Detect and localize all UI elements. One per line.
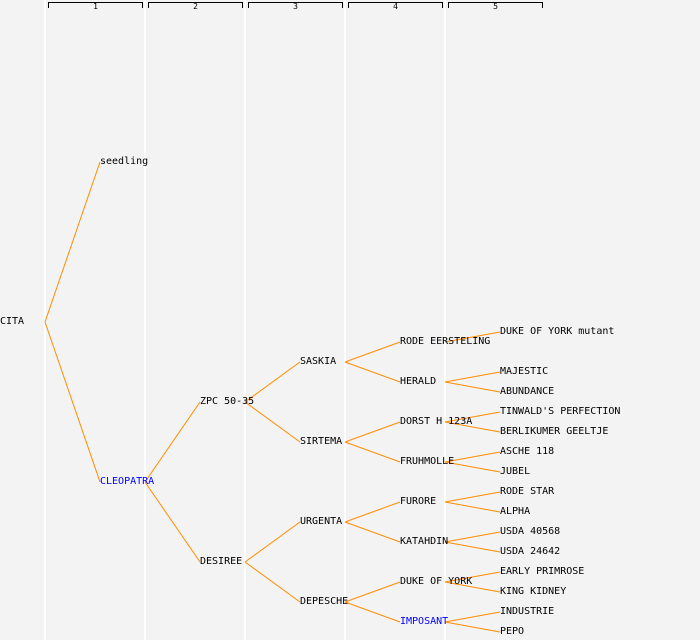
pedigree-edge (344, 361, 401, 383)
pedigree-node[interactable]: DEPESCHE (300, 596, 349, 607)
column-separator (44, 0, 46, 640)
pedigree-node[interactable]: RODE EERSTELING (400, 336, 491, 347)
pedigree-edge (44, 321, 101, 483)
pedigree-edge (444, 571, 501, 583)
generation-header-4: 4 (348, 2, 443, 11)
generation-header-5: 5 (448, 2, 543, 11)
pedigree-edge (444, 461, 501, 473)
pedigree-node[interactable]: USDA 40568 (500, 526, 561, 537)
pedigree-node[interactable]: MAJESTIC (500, 366, 549, 377)
pedigree-node[interactable]: FURORE (400, 496, 437, 507)
pedigree-node[interactable]: ALPHA (500, 506, 531, 517)
pedigree-edge (444, 501, 501, 513)
pedigree-edge (244, 561, 301, 603)
pedigree-edge (244, 361, 301, 403)
pedigree-node[interactable]: BERLIKUMER GEELTJE (500, 426, 609, 437)
pedigree-edge (444, 531, 501, 543)
generation-label: 3 (293, 2, 298, 11)
pedigree-edge (444, 621, 501, 633)
column-separator (344, 0, 346, 640)
pedigree-node[interactable]: seedling (100, 156, 149, 167)
pedigree-node[interactable]: JUBEL (500, 466, 531, 477)
pedigree-edge (444, 541, 501, 553)
pedigree-edge (144, 481, 201, 563)
generation-label: 5 (493, 2, 498, 11)
pedigree-node[interactable]: DUKE OF YORK (400, 576, 473, 587)
pedigree-node[interactable]: EARLY PRIMROSE (500, 566, 585, 577)
pedigree-node[interactable]: TINWALD'S PERFECTION (500, 406, 621, 417)
pedigree-edge (444, 381, 501, 393)
pedigree-node[interactable]: DUKE OF YORK mutant (500, 326, 615, 337)
pedigree-node[interactable]: CITA (0, 316, 25, 327)
generation-label: 4 (393, 2, 398, 11)
generation-label: 2 (193, 2, 198, 11)
pedigree-edge (244, 521, 301, 563)
pedigree-node[interactable]: HERALD (400, 376, 437, 387)
pedigree-edge (244, 401, 301, 443)
column-separator (144, 0, 146, 640)
pedigree-node[interactable]: DESIREE (200, 556, 243, 567)
pedigree-edge (344, 421, 401, 443)
pedigree-node[interactable]: DORST H 123A (400, 416, 473, 427)
pedigree-edge (44, 161, 101, 323)
pedigree-node[interactable]: ZPC 50-35 (200, 396, 255, 407)
pedigree-edge (344, 501, 401, 523)
generation-header-2: 2 (148, 2, 243, 11)
pedigree-node[interactable]: SIRTEMA (300, 436, 343, 447)
pedigree-edge (344, 521, 401, 543)
pedigree-node[interactable]: KING KIDNEY (500, 586, 567, 597)
generation-label: 1 (93, 2, 98, 11)
pedigree-node[interactable]: FRUHMOLLE (400, 456, 455, 467)
pedigree-edge (344, 441, 401, 463)
pedigree-node[interactable]: RODE STAR (500, 486, 555, 497)
pedigree-edge (444, 371, 501, 383)
pedigree-node[interactable]: USDA 24642 (500, 546, 561, 557)
pedigree-node[interactable]: CLEOPATRA (100, 476, 155, 487)
pedigree-edge (444, 611, 501, 623)
pedigree-node[interactable]: SASKIA (300, 356, 337, 367)
generation-header-3: 3 (248, 2, 343, 11)
column-separator (244, 0, 246, 640)
pedigree-node[interactable]: ASCHE 118 (500, 446, 555, 457)
pedigree-edge (444, 411, 501, 423)
pedigree-edge (344, 581, 401, 603)
pedigree-edge (344, 341, 401, 363)
pedigree-edge (444, 331, 501, 343)
pedigree-node[interactable]: INDUSTRIE (500, 606, 555, 617)
pedigree-edge (444, 421, 501, 433)
pedigree-node[interactable]: ABUNDANCE (500, 386, 555, 397)
pedigree-edge (144, 401, 201, 483)
pedigree-node[interactable]: URGENTA (300, 516, 343, 527)
pedigree-edge (444, 451, 501, 463)
column-separator (444, 0, 446, 640)
pedigree-edge (344, 601, 401, 623)
generation-header-1: 1 (48, 2, 143, 11)
pedigree-edge (444, 581, 501, 593)
pedigree-node[interactable]: IMPOSANT (400, 616, 449, 627)
pedigree-node[interactable]: KATAHDIN (400, 536, 449, 547)
pedigree-edge (444, 491, 501, 503)
pedigree-node[interactable]: PEPO (500, 626, 525, 637)
